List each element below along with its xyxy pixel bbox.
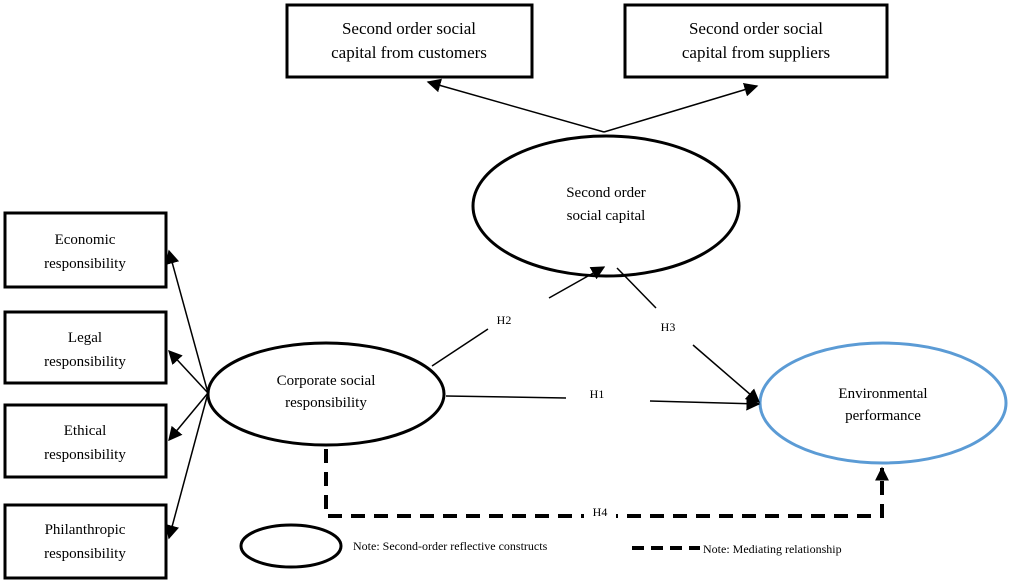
box-ethical-line2: responsibility: [44, 447, 126, 463]
arrow-to-customers: [426, 78, 605, 133]
csr-line2: responsibility: [285, 395, 367, 411]
ellipse-social-capital: Second order social capital: [471, 134, 741, 278]
box-customers-line2: capital from customers: [331, 43, 487, 62]
social-capital-line2: social capital: [567, 208, 646, 224]
box-suppliers-line1: Second order social: [689, 19, 823, 38]
box-customers: Second order social capital from custome…: [285, 3, 534, 79]
path-h1-left: [445, 395, 567, 399]
path-h3-lower: [692, 344, 761, 403]
path-h1-right: [649, 396, 761, 411]
ellipse-environmental: Environmental performance: [758, 341, 1008, 465]
box-legal-line2: responsibility: [44, 354, 126, 370]
box-legal-line1: Legal: [68, 330, 102, 346]
box-economic: Economic responsibility: [3, 211, 168, 289]
box-ethical: Ethical responsibility: [3, 403, 168, 479]
legend: Note: Second-order reflective constructs…: [239, 523, 842, 569]
path-h3-upper: [616, 267, 657, 309]
label-h4: H4: [593, 505, 608, 519]
path-h2-upper: [548, 266, 606, 299]
box-philanthropic: Philanthropic responsibility: [3, 503, 168, 580]
legend-reflective-text: Note: Second-order reflective constructs: [353, 539, 548, 553]
social-capital-line1: Second order: [566, 185, 646, 201]
label-h1: H1: [590, 387, 605, 401]
ellipse-csr: Corporate social responsibility: [206, 341, 446, 447]
box-philanthropic-line2: responsibility: [44, 546, 126, 562]
arrow-to-economic: [165, 249, 209, 394]
environmental-line2: performance: [845, 408, 921, 424]
box-philanthropic-line1: Philanthropic: [45, 522, 126, 538]
box-economic-line2: responsibility: [44, 256, 126, 272]
box-suppliers: Second order social capital from supplie…: [623, 3, 889, 79]
label-h2: H2: [497, 313, 512, 327]
legend-ellipse-icon: [239, 523, 343, 569]
csr-line1: Corporate social: [277, 373, 376, 389]
arrow-to-suppliers: [603, 82, 759, 133]
box-ethical-line1: Ethical: [64, 423, 106, 439]
label-h3: H3: [661, 320, 676, 334]
arrow-to-philanthropic: [165, 392, 209, 540]
box-suppliers-line2: capital from suppliers: [682, 43, 830, 62]
box-legal: Legal responsibility: [3, 310, 168, 385]
legend-mediating-text: Note: Mediating relationship: [703, 542, 842, 556]
arrow-to-legal: [168, 349, 209, 394]
arrow-to-ethical: [168, 392, 209, 442]
environmental-line1: Environmental: [838, 386, 927, 402]
label-h4-bg: [584, 502, 616, 522]
box-economic-line1: Economic: [55, 232, 116, 248]
path-h2-lower: [431, 328, 489, 367]
box-customers-line1: Second order social: [342, 19, 476, 38]
